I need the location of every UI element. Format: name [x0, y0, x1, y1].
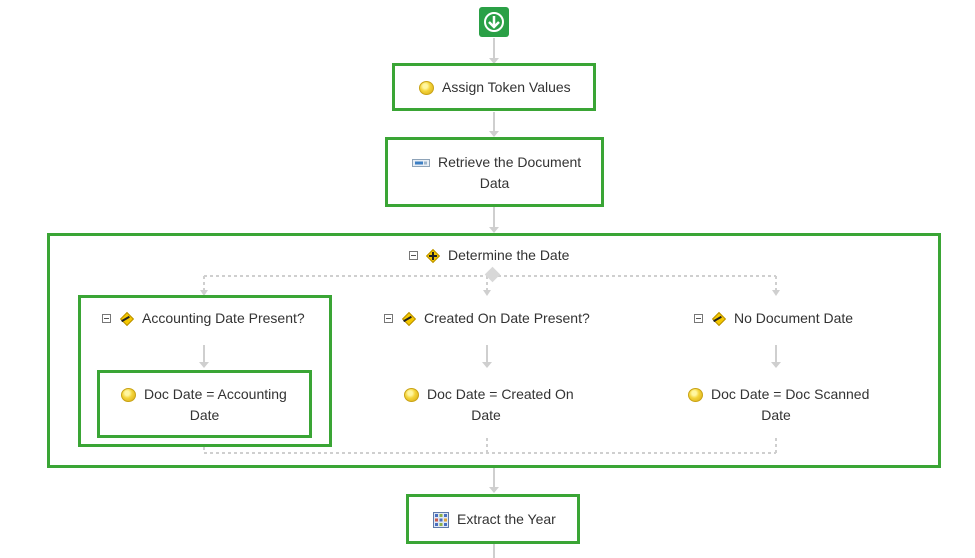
action-label-line2: Date — [189, 407, 220, 423]
action-label-line2: Date — [471, 407, 501, 423]
collapse-toggle-icon[interactable] — [102, 314, 111, 323]
branch-condition-2[interactable]: Created On Date Present? — [384, 308, 590, 329]
collapse-toggle-icon[interactable] — [384, 314, 393, 323]
action-label-line2: Date — [761, 407, 791, 423]
condition-label: Created On Date Present? — [424, 310, 590, 326]
condition-label: Accounting Date Present? — [142, 310, 305, 326]
decision-determine-the-date[interactable] — [47, 233, 941, 468]
step-label-line2: Data — [479, 175, 510, 191]
branch-condition-icon — [119, 312, 134, 326]
decision-header[interactable]: Determine the Date — [409, 245, 569, 266]
coin-icon — [121, 387, 136, 402]
coin-icon — [404, 387, 419, 402]
start-node[interactable] — [479, 7, 509, 37]
decision-label: Determine the Date — [448, 247, 570, 263]
branch-condition-icon — [401, 312, 416, 326]
action-doc-date-scanned[interactable]: Doc Date = Doc Scanned Date — [668, 370, 883, 438]
coin-icon — [688, 387, 703, 402]
decision-diamond-icon — [426, 249, 440, 263]
action-label-line1: Doc Date = Accounting — [144, 386, 287, 402]
grid-calculation-icon — [433, 511, 449, 528]
branch-condition-3[interactable]: No Document Date — [694, 308, 853, 329]
step-assign-token-values[interactable]: Assign Token Values — [392, 63, 596, 111]
action-label-line1: Doc Date = Doc Scanned — [711, 386, 870, 402]
step-extract-the-year[interactable]: Extract the Year — [406, 494, 580, 544]
download-arrow-icon — [484, 12, 504, 32]
collapse-toggle-icon[interactable] — [694, 314, 703, 323]
action-doc-date-accounting[interactable]: Doc Date = Accounting Date — [97, 370, 312, 438]
coin-icon — [419, 80, 434, 95]
step-label: Extract the Year — [457, 511, 556, 527]
branch-condition-icon — [711, 312, 726, 326]
branch-condition-1[interactable]: Accounting Date Present? — [102, 308, 305, 329]
step-label: Assign Token Values — [442, 79, 571, 95]
action-label-line1: Doc Date = Created On — [427, 386, 574, 402]
condition-label: No Document Date — [734, 310, 854, 326]
collapse-toggle-icon[interactable] — [409, 251, 418, 260]
step-retrieve-document-data[interactable]: Retrieve the Document Data — [385, 137, 604, 207]
data-retrieval-icon — [412, 158, 430, 167]
branch-accounting-date[interactable] — [78, 295, 332, 447]
action-doc-date-created-on[interactable]: Doc Date = Created On Date — [380, 370, 595, 438]
step-label-line1: Retrieve the Document — [438, 154, 582, 170]
